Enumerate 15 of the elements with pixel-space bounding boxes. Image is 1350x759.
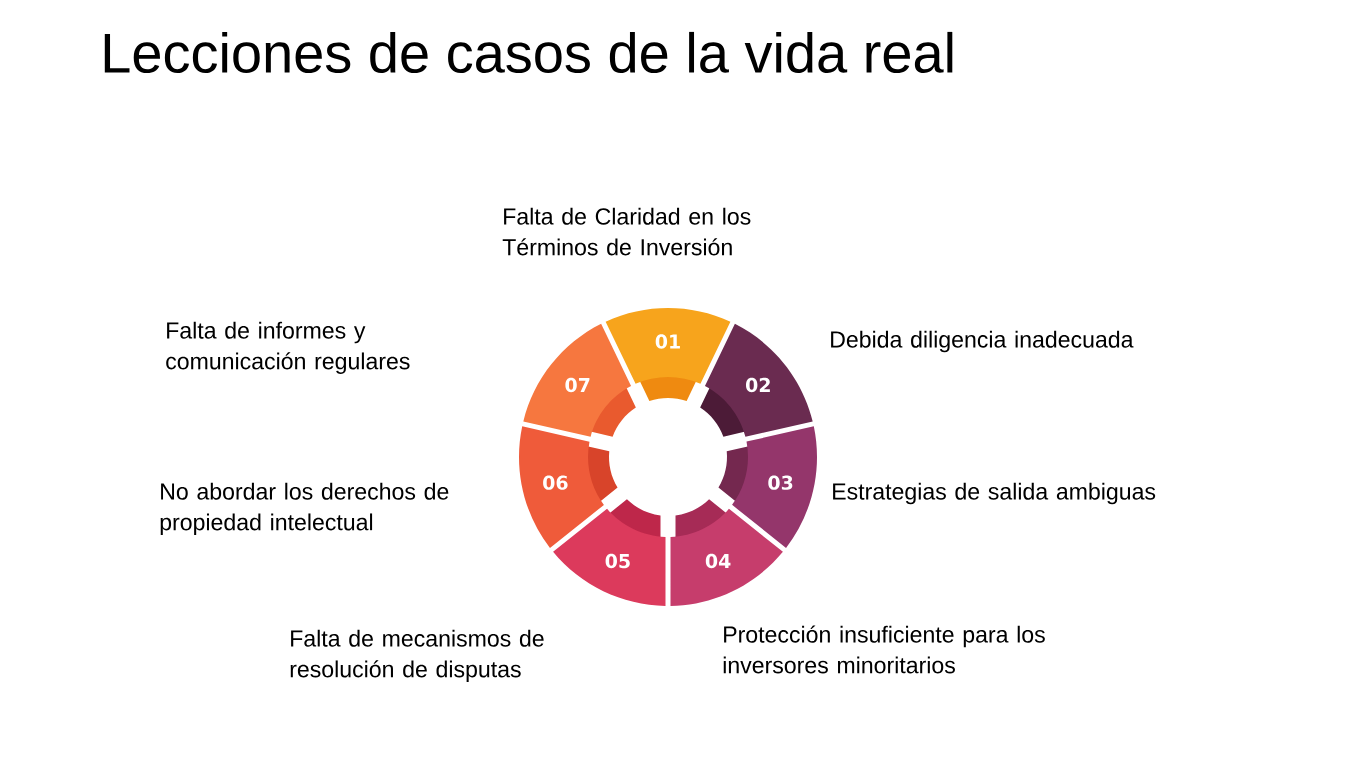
segment-caption: Debida diligencia inadecuada — [831, 330, 1134, 353]
ring-segment: 05 — [553, 499, 666, 606]
ring-segment: 03 — [718, 426, 817, 548]
segment-caption: Protección insuficiente para los inversores minoritarios — [723, 625, 1045, 674]
ring-segment: 02 — [700, 323, 813, 437]
ring-segment: 06 — [519, 426, 618, 548]
caption-text: Falta de informes y comunicación regulares — [166, 321, 410, 374]
ring-segment: 07 — [523, 323, 636, 437]
segment-caption: Estrategias de salida ambiguas — [833, 482, 1156, 505]
segment-caption: No abordar los derechos de propiedad intelectual — [160, 482, 449, 535]
ring-segment: 01 — [605, 308, 731, 401]
segment-caption: Falta de mecanismos de resolución de disputas — [290, 629, 544, 682]
title: Lecciones de casos de la vida real — [104, 31, 953, 74]
segment-caption: Falta de Claridad en los Términos de Inversión — [502, 207, 751, 256]
ring-segment: 04 — [670, 499, 783, 606]
